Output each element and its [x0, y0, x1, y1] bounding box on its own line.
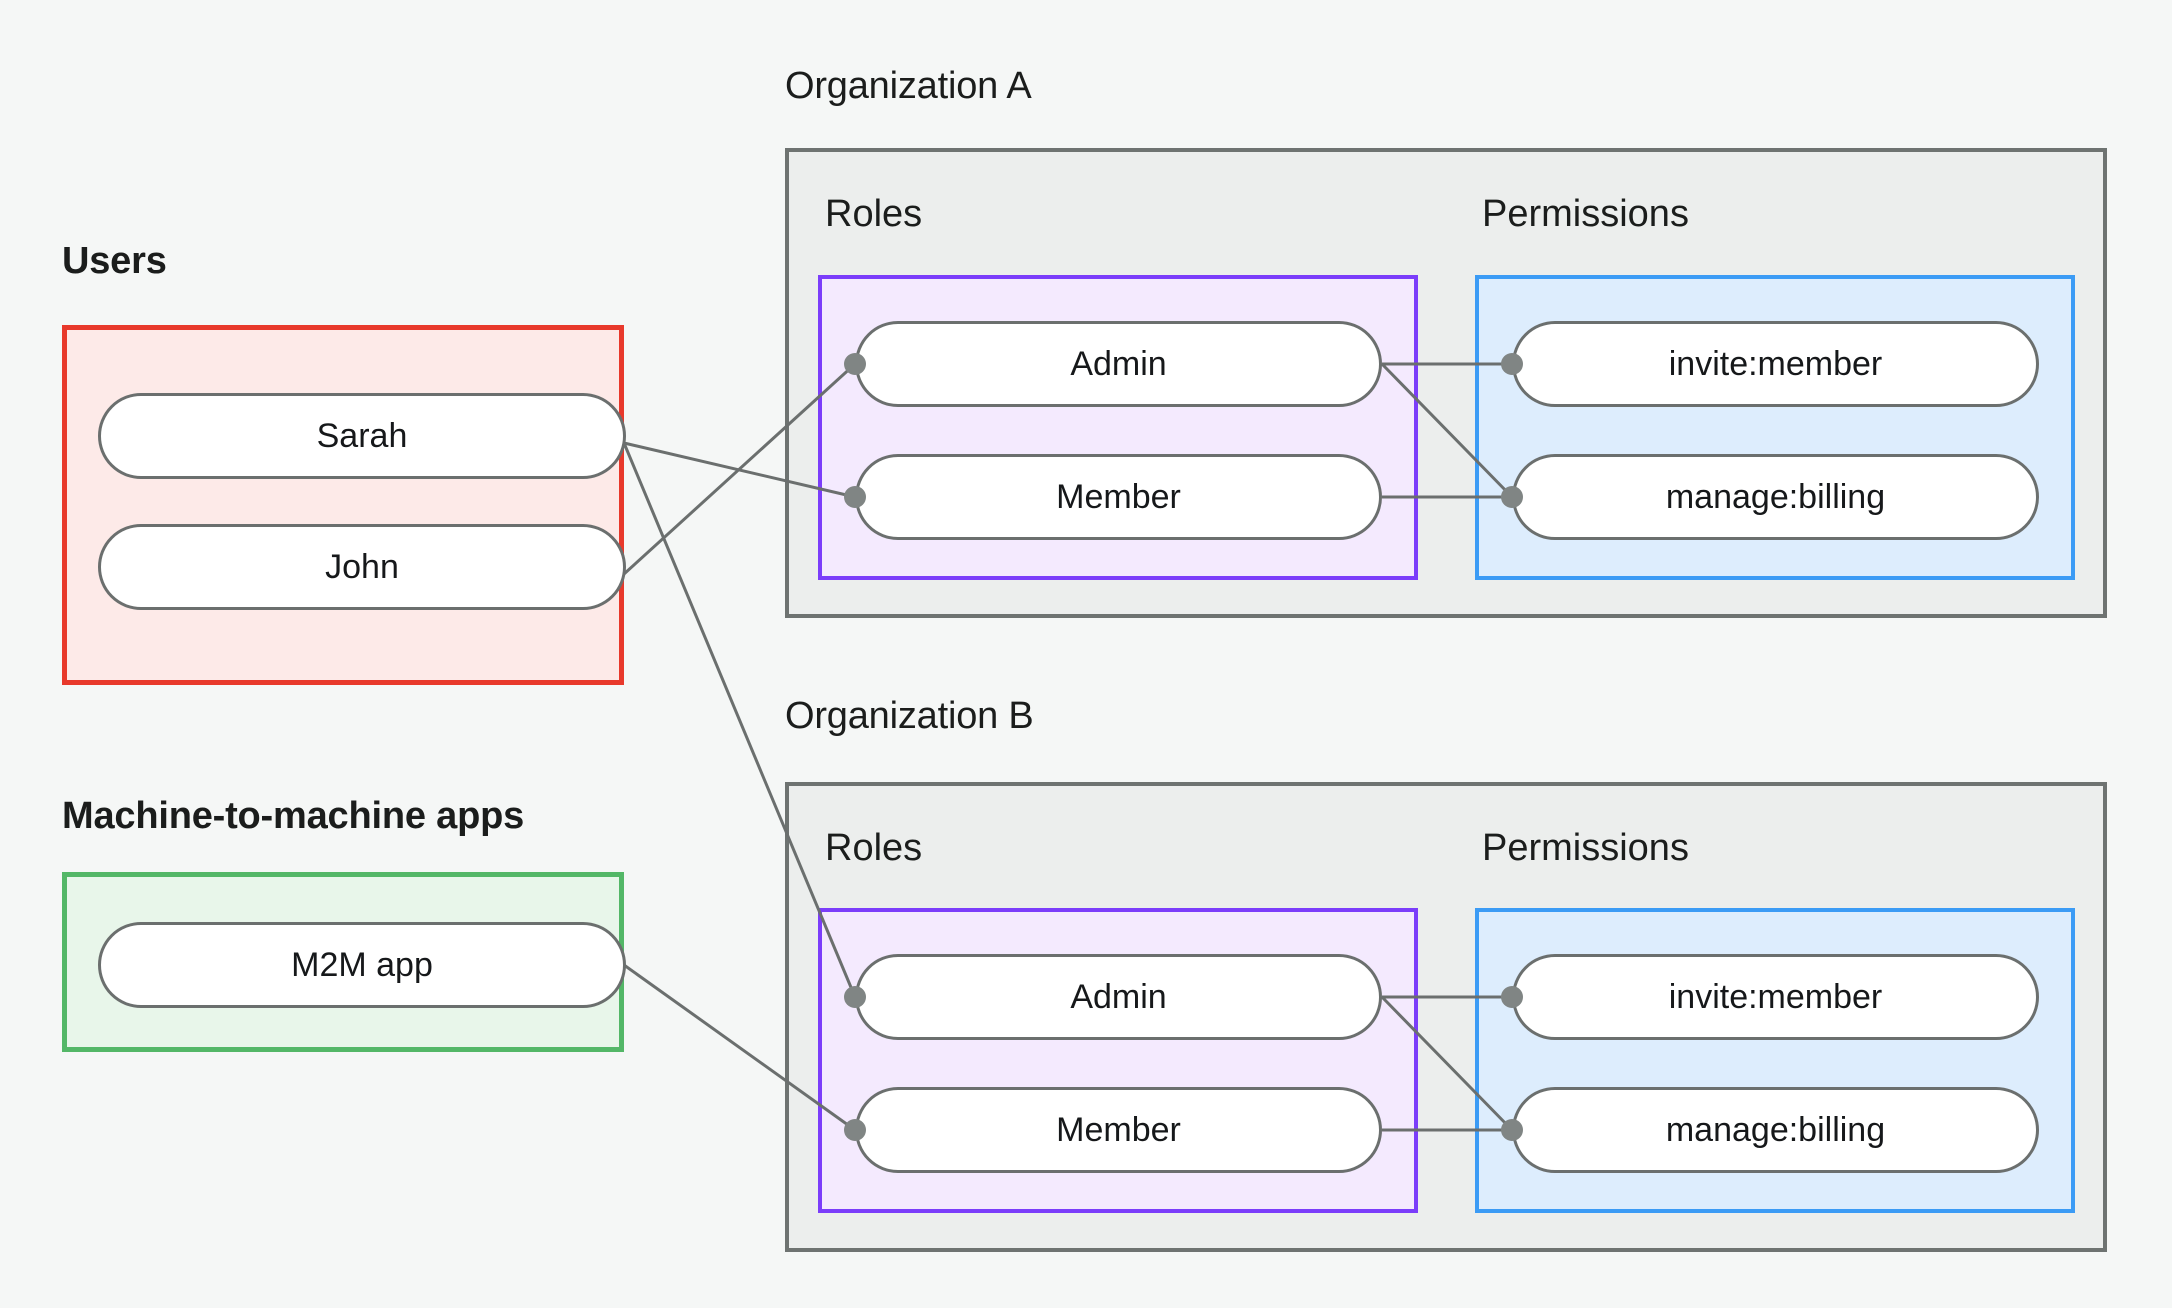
- user-node-john[interactable]: John: [98, 524, 626, 610]
- users-group-box: [62, 325, 624, 685]
- users-caption: Users: [62, 240, 167, 282]
- organization-b-role-member[interactable]: Member: [855, 1087, 1382, 1173]
- organization-b-role-admin[interactable]: Admin: [855, 954, 1382, 1040]
- organization-b-permissions-label: Permissions: [1482, 827, 1689, 869]
- organization-a-role-member[interactable]: Member: [855, 454, 1382, 540]
- organization-a-roles-label: Roles: [825, 193, 923, 235]
- organization-b-roles-label: Roles: [825, 827, 923, 869]
- organization-a-caption: Organization A: [785, 65, 1032, 107]
- organization-b-caption: Organization B: [785, 695, 1034, 737]
- organization-a-role-admin[interactable]: Admin: [855, 321, 1382, 407]
- user-node-sarah[interactable]: Sarah: [98, 393, 626, 479]
- organization-b-permission-manage-billing[interactable]: manage:billing: [1512, 1087, 2039, 1173]
- organization-a-permission-manage-billing[interactable]: manage:billing: [1512, 454, 2039, 540]
- organization-a-permissions-label: Permissions: [1482, 193, 1689, 235]
- organization-b-permission-invite-member[interactable]: invite:member: [1512, 954, 2039, 1040]
- m2m-node-app[interactable]: M2M app: [98, 922, 626, 1008]
- organization-a-permission-invite-member[interactable]: invite:member: [1512, 321, 2039, 407]
- m2m-caption: Machine-to-machine apps: [62, 795, 525, 837]
